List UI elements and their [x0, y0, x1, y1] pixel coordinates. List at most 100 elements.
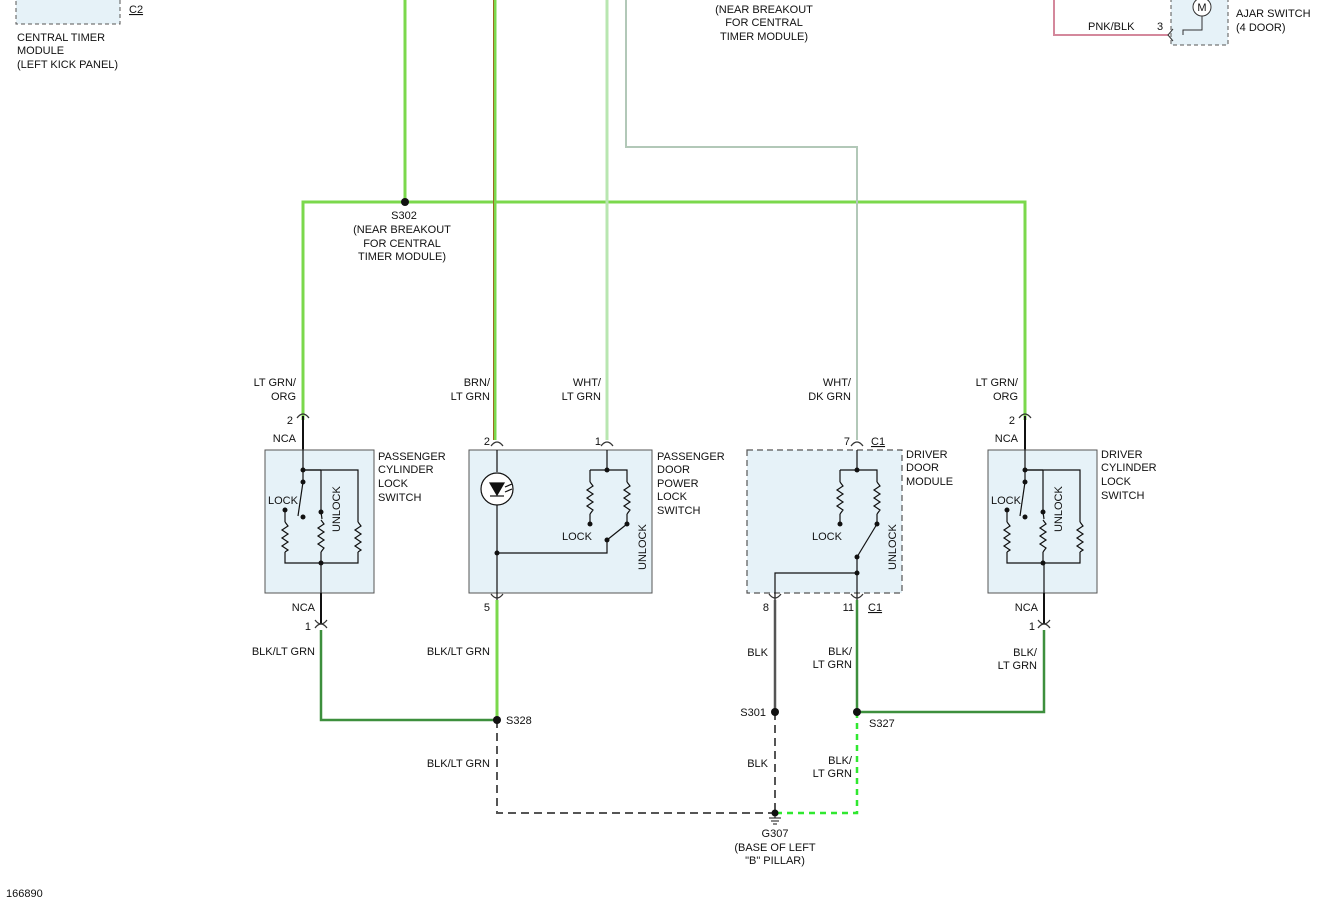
- driver-door-module: WHT/ DK GRN 7 C1 LOCK UNLOCK DRIVER DOOR…: [746, 377, 953, 780]
- svg-text:C1: C1: [868, 602, 882, 614]
- splice-s328: S328: [493, 715, 532, 727]
- svg-text:"B" PILLAR): "B" PILLAR): [745, 855, 805, 867]
- wire-s328-to-g307: [496, 720, 775, 814]
- central-timer-module: C2 CENTRAL TIMER MODULE (LEFT KICK PANEL…: [15, 0, 143, 71]
- svg-text:(NEAR BREAKOUT: (NEAR BREAKOUT: [715, 4, 813, 16]
- svg-text:DOOR: DOOR: [657, 464, 690, 476]
- svg-text:UNLOCK: UNLOCK: [887, 523, 899, 570]
- svg-text:1: 1: [1029, 621, 1035, 633]
- diagram-id: 166890: [6, 888, 43, 899]
- svg-text:LOCK: LOCK: [268, 495, 299, 507]
- svg-text:MODULE: MODULE: [906, 476, 953, 488]
- svg-text:LT GRN/: LT GRN/: [254, 377, 297, 389]
- svg-text:FOR CENTRAL: FOR CENTRAL: [725, 17, 803, 29]
- wire-wht-dk-grn: [625, 0, 858, 440]
- svg-text:DRIVER: DRIVER: [906, 449, 948, 461]
- svg-text:PASSENGER: PASSENGER: [657, 451, 725, 463]
- svg-text:ORG: ORG: [271, 391, 296, 403]
- svg-text:S328: S328: [506, 715, 532, 727]
- ajar-switch: M PNK/BLK 3 AJAR SWITCH (4 DOOR): [1088, 0, 1311, 46]
- svg-text:LOCK: LOCK: [657, 491, 688, 503]
- passenger-cylinder-lock-switch: LT GRN/ ORG 2 NCA LOCK: [252, 377, 446, 658]
- svg-text:(BASE OF LEFT: (BASE OF LEFT: [734, 842, 816, 854]
- svg-text:CYLINDER: CYLINDER: [1101, 462, 1157, 474]
- ground-g307: G307 (BASE OF LEFT "B" PILLAR): [734, 809, 816, 867]
- splice-s302: S302 (NEAR BREAKOUT FOR CENTRAL TIMER MO…: [353, 198, 451, 263]
- svg-text:DRIVER: DRIVER: [1101, 449, 1143, 461]
- svg-text:M: M: [1197, 2, 1206, 14]
- svg-text:LOCK: LOCK: [991, 495, 1022, 507]
- svg-text:BLK/: BLK/: [1013, 647, 1038, 659]
- svg-text:C1: C1: [871, 436, 885, 448]
- ctm-connector: C2: [129, 4, 143, 16]
- wire-pass-cyl-out: [319, 630, 497, 722]
- svg-text:2: 2: [484, 436, 490, 448]
- svg-text:SWITCH: SWITCH: [1101, 490, 1144, 502]
- svg-text:FOR CENTRAL: FOR CENTRAL: [363, 238, 441, 250]
- svg-text:BLK/LT GRN: BLK/LT GRN: [427, 646, 490, 658]
- svg-text:LOCK: LOCK: [1101, 476, 1132, 488]
- svg-text:7: 7: [844, 436, 850, 448]
- svg-text:S301: S301: [740, 707, 766, 719]
- svg-text:POWER: POWER: [657, 478, 699, 490]
- svg-text:NCA: NCA: [1015, 602, 1039, 614]
- svg-text:BLK: BLK: [747, 647, 768, 659]
- svg-text:BLK: BLK: [747, 758, 768, 770]
- wire-bus-lt-grn-org: [301, 200, 1027, 420]
- svg-text:NCA: NCA: [273, 433, 297, 445]
- svg-text:LT GRN: LT GRN: [451, 391, 490, 403]
- ctm-label-3: (LEFT KICK PANEL): [17, 59, 118, 71]
- svg-text:LOCK: LOCK: [812, 531, 843, 543]
- ajar-wire-label: PNK/BLK: [1088, 21, 1135, 33]
- svg-text:CYLINDER: CYLINDER: [378, 464, 434, 476]
- svg-text:TIMER MODULE): TIMER MODULE): [720, 31, 808, 43]
- svg-text:NCA: NCA: [995, 433, 1019, 445]
- svg-text:2: 2: [1009, 415, 1015, 427]
- svg-text:(NEAR BREAKOUT: (NEAR BREAKOUT: [353, 224, 451, 236]
- svg-text:2: 2: [287, 415, 293, 427]
- svg-text:8: 8: [763, 602, 769, 614]
- svg-text:(4 DOOR): (4 DOOR): [1236, 22, 1286, 34]
- svg-text:1: 1: [595, 436, 601, 448]
- wire-pnk-blk: [1053, 0, 1168, 36]
- ctm-label-1: CENTRAL TIMER: [17, 32, 105, 44]
- svg-text:LT GRN/: LT GRN/: [976, 377, 1019, 389]
- svg-text:WHT/: WHT/: [573, 377, 602, 389]
- svg-text:WHT/: WHT/: [823, 377, 852, 389]
- svg-text:NCA: NCA: [292, 602, 316, 614]
- svg-text:DOOR: DOOR: [906, 462, 939, 474]
- svg-text:LT GRN: LT GRN: [562, 391, 601, 403]
- svg-text:LT GRN: LT GRN: [813, 768, 852, 780]
- svg-text:UNLOCK: UNLOCK: [331, 485, 343, 532]
- ctm-label-2: MODULE: [17, 45, 64, 57]
- wire-driver-cyl-out: [857, 630, 1046, 714]
- svg-text:S302: S302: [391, 210, 417, 222]
- svg-text:G307: G307: [762, 828, 789, 840]
- svg-text:LT GRN: LT GRN: [813, 659, 852, 671]
- svg-text:SWITCH: SWITCH: [378, 492, 421, 504]
- splice-s301: S301: [740, 707, 779, 719]
- svg-text:UNLOCK: UNLOCK: [637, 523, 649, 570]
- svg-text:DK GRN: DK GRN: [808, 391, 851, 403]
- svg-text:11: 11: [843, 602, 854, 614]
- svg-text:BLK/: BLK/: [828, 646, 853, 658]
- ground-icon: [769, 813, 781, 825]
- svg-text:UNLOCK: UNLOCK: [1053, 485, 1065, 532]
- svg-text:LOCK: LOCK: [562, 531, 593, 543]
- svg-text:SWITCH: SWITCH: [657, 505, 700, 517]
- svg-text:5: 5: [484, 602, 490, 614]
- passenger-door-power-lock-switch: BRN/ LT GRN 2 WHT/ LT GRN 1: [427, 377, 725, 770]
- svg-text:1: 1: [305, 621, 311, 633]
- svg-text:LT GRN: LT GRN: [998, 660, 1037, 672]
- wire-s327-to-g307: [775, 712, 859, 815]
- svg-text:LOCK: LOCK: [378, 478, 409, 490]
- driver-cylinder-lock-switch: LT GRN/ ORG 2 NCA LOCK: [976, 377, 1157, 672]
- splice-s327: S327: [853, 708, 895, 730]
- svg-text:BLK/LT GRN: BLK/LT GRN: [427, 758, 490, 770]
- wires: [301, 0, 1168, 815]
- svg-text:PASSENGER: PASSENGER: [378, 451, 446, 463]
- top-splice-note: (NEAR BREAKOUT FOR CENTRAL TIMER MODULE): [715, 4, 813, 43]
- svg-text:BLK/LT GRN: BLK/LT GRN: [252, 646, 315, 658]
- svg-text:TIMER MODULE): TIMER MODULE): [358, 251, 446, 263]
